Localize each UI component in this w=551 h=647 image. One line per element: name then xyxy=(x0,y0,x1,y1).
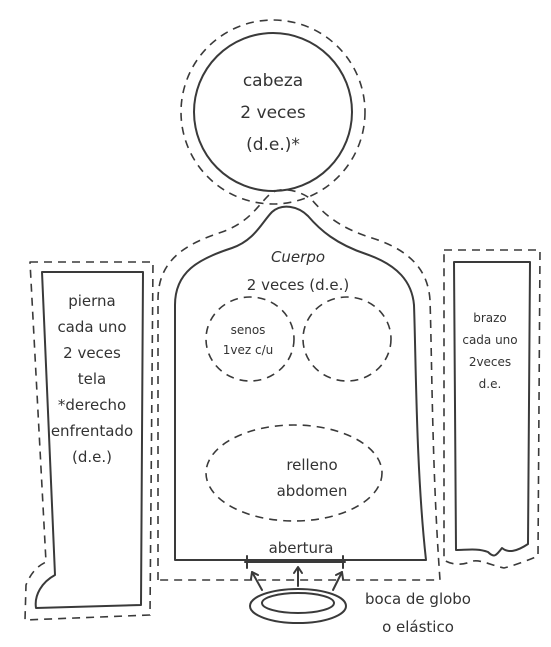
balloon-label-line1: boca de globo xyxy=(365,590,471,608)
balloon-label-line2: o elástico xyxy=(382,618,454,636)
body-label-line1: Cuerpo xyxy=(271,248,325,266)
balloon-mouth-piece: boca de globo o elástico xyxy=(249,566,471,636)
leg-label-line7: (d.e.) xyxy=(72,448,112,466)
body-outline xyxy=(174,205,427,561)
balloon-arrow-right xyxy=(332,571,343,591)
balloon-ring-outer xyxy=(249,588,347,624)
body-label-line2: 2 veces (d.e.) xyxy=(247,276,349,294)
breasts-label-line2: 1vez c/u xyxy=(223,343,273,357)
balloon-arrowhead-right xyxy=(335,571,344,580)
opening-label: abertura xyxy=(269,539,334,557)
body-seam-allowance xyxy=(157,188,441,581)
leg-label-line2: cada uno xyxy=(57,318,126,336)
head-label-line1: cabeza xyxy=(243,71,303,91)
left-breast-outline xyxy=(205,296,295,382)
arm-outline xyxy=(453,261,531,557)
right-breast-outline xyxy=(302,296,392,382)
arm-label-line3: 2veces xyxy=(469,355,511,369)
leg-label-line5: *derecho xyxy=(58,396,126,414)
leg-seam-allowance xyxy=(24,261,154,621)
abdomen-filling-outline xyxy=(205,424,383,522)
leg-outline xyxy=(34,271,144,609)
leg-label-line3: 2 veces xyxy=(63,344,121,362)
leg-label-line4: tela xyxy=(78,370,106,388)
leg-piece: pierna cada uno 2 veces tela *derecho en… xyxy=(24,261,154,621)
head-label-line3: (d.e.)* xyxy=(246,135,300,155)
head-seam-allowance xyxy=(180,19,366,205)
arm-label-line1: brazo xyxy=(473,311,507,325)
balloon-arrow-left xyxy=(251,571,263,591)
balloon-arrowhead-left xyxy=(250,571,259,580)
balloon-arrowhead-center xyxy=(293,566,303,574)
arm-label-line4: d.e. xyxy=(479,377,502,391)
leg-label-line6: enfrentado xyxy=(51,422,133,440)
filling-label-line2: abdomen xyxy=(277,482,348,500)
filling-label-line1: relleno xyxy=(286,456,337,474)
head-outline xyxy=(193,32,353,192)
arm-seam-allowance xyxy=(443,249,541,569)
body-piece: Cuerpo 2 veces (d.e.) senos 1vez c/u rel… xyxy=(157,188,441,581)
arm-piece: brazo cada uno 2veces d.e. xyxy=(443,249,541,569)
breasts-label-line1: senos xyxy=(231,323,266,337)
balloon-ring-inner xyxy=(261,592,335,614)
head-label-line2: 2 veces xyxy=(240,103,306,123)
arm-label-line2: cada uno xyxy=(462,333,517,347)
leg-label-line1: pierna xyxy=(68,292,116,310)
head-piece: cabeza 2 veces (d.e.)* xyxy=(180,19,366,205)
